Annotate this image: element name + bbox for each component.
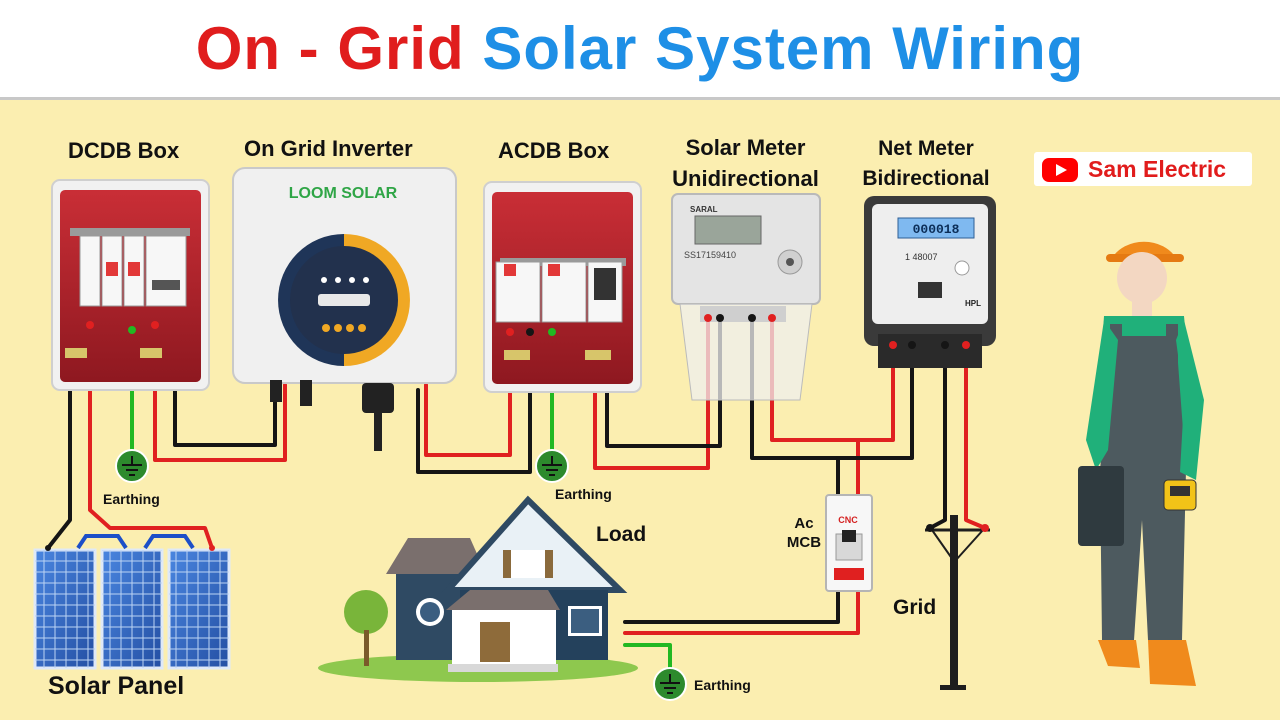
wire-mcb-house-neutral: [623, 583, 840, 624]
title-bar: On - Grid Solar System Wiring: [0, 0, 1280, 100]
mcb-brand: CNC: [838, 515, 858, 525]
inverter-brand-text: LOOM SOLAR: [289, 185, 398, 202]
label-ac-mcb-line2: MCB: [786, 534, 822, 551]
solar-meter-brand: SARAL: [690, 205, 718, 214]
left-arm: [1086, 320, 1118, 470]
wire-netmeter-grid-neutral: [928, 343, 947, 530]
earthing-symbol-acdb: [535, 449, 569, 483]
wire-dc-positive-inverter: [153, 323, 287, 462]
label-earthing-acdb: Earthing: [555, 486, 612, 502]
youtube-play-icon: [1042, 158, 1078, 182]
earthing-symbol-dcdb: [115, 449, 149, 483]
wire-netmeter-grid-phase: [964, 343, 987, 530]
label-dcdb-box: DCDB Box: [68, 138, 180, 163]
wire-mcb-house-phase: [623, 583, 860, 635]
overalls: [1100, 336, 1186, 640]
label-ac-mcb-line1: Ac: [794, 515, 814, 532]
head: [1117, 252, 1167, 304]
label-ac-mcb: Ac MCB: [786, 514, 822, 552]
inverter-display: [318, 294, 370, 306]
channel-badge: Sam Electric: [1034, 152, 1252, 186]
page-title: On - Grid Solar System Wiring: [196, 14, 1085, 83]
net-meter: 000018 1 48007 HPL: [864, 196, 996, 368]
solar-meter-display: [694, 215, 762, 245]
acdb-breakers: [495, 261, 623, 323]
solar-meter-serial: SS17159410: [684, 250, 736, 260]
dcdb-box: [51, 179, 210, 391]
right-arm: [1176, 320, 1204, 480]
right-shoe: [1148, 640, 1196, 686]
inverter-dc-connector-2: [300, 380, 312, 406]
label-acdb-box: ACDB Box: [498, 138, 610, 163]
label-solar-panel: Solar Panel: [48, 672, 185, 700]
ac-mcb: CNC: [825, 494, 873, 592]
net-meter-display: [897, 217, 975, 239]
net-meter-brand: HPL: [965, 299, 981, 308]
net-meter-serial: 1 48007: [905, 252, 938, 262]
label-load: Load: [596, 523, 647, 546]
inverter-dc-connector-1: [270, 380, 282, 402]
toolbox: [1078, 466, 1124, 546]
label-on-grid-inverter: On Grid Inverter: [244, 136, 413, 161]
wire-netmeter-mcb-phase: [856, 343, 895, 442]
wire-earth-house: [623, 643, 672, 674]
tree: [344, 590, 388, 634]
inverter-ac-plug: [362, 383, 394, 413]
label-earthing-dcdb: Earthing: [103, 491, 160, 507]
grid-pole: [925, 515, 990, 690]
panel-jumper-1: [76, 534, 128, 550]
electrician-figure: [1078, 241, 1204, 686]
wire-netmeter-mcb-neutral: [836, 343, 914, 460]
solar-panel-array: [33, 534, 231, 670]
house: [318, 495, 638, 682]
label-net-meter-line2: Bidirectional: [862, 167, 990, 190]
title-part-on-grid: On - Grid: [195, 15, 465, 82]
house-attic-window: [510, 550, 546, 578]
label-net-meter: Net Meter Bidirectional: [856, 134, 996, 194]
title-part-solar-system-wiring: Solar System Wiring: [482, 15, 1085, 82]
channel-name: Sam Electric: [1088, 156, 1227, 182]
wire-ac-neutral-inverter-acdb: [416, 333, 532, 474]
earthing-symbol-house: [653, 667, 687, 701]
wire-ac-phase-inverter-acdb: [424, 333, 512, 457]
label-solar-meter: Solar Meter Unidirectional: [668, 132, 823, 194]
label-solar-meter-line2: Unidirectional: [672, 166, 819, 191]
helmet: [1112, 241, 1176, 258]
house-door: [480, 622, 510, 662]
wire-dc-positive-panel: [88, 323, 214, 550]
left-shoe: [1098, 640, 1140, 668]
label-grid: Grid: [893, 596, 937, 619]
on-grid-inverter: LOOM SOLAR: [232, 167, 457, 451]
label-net-meter-line1: Net Meter: [878, 137, 974, 160]
net-meter-display-text: 000018: [913, 222, 960, 237]
panel-jumper-2: [143, 534, 195, 550]
label-earthing-house: Earthing: [694, 677, 751, 693]
acdb-box: [483, 181, 642, 393]
solar-meter: SARAL SS17159410: [671, 193, 821, 401]
label-solar-meter-line1: Solar Meter: [685, 135, 806, 160]
dcdb-breakers: [79, 235, 187, 307]
